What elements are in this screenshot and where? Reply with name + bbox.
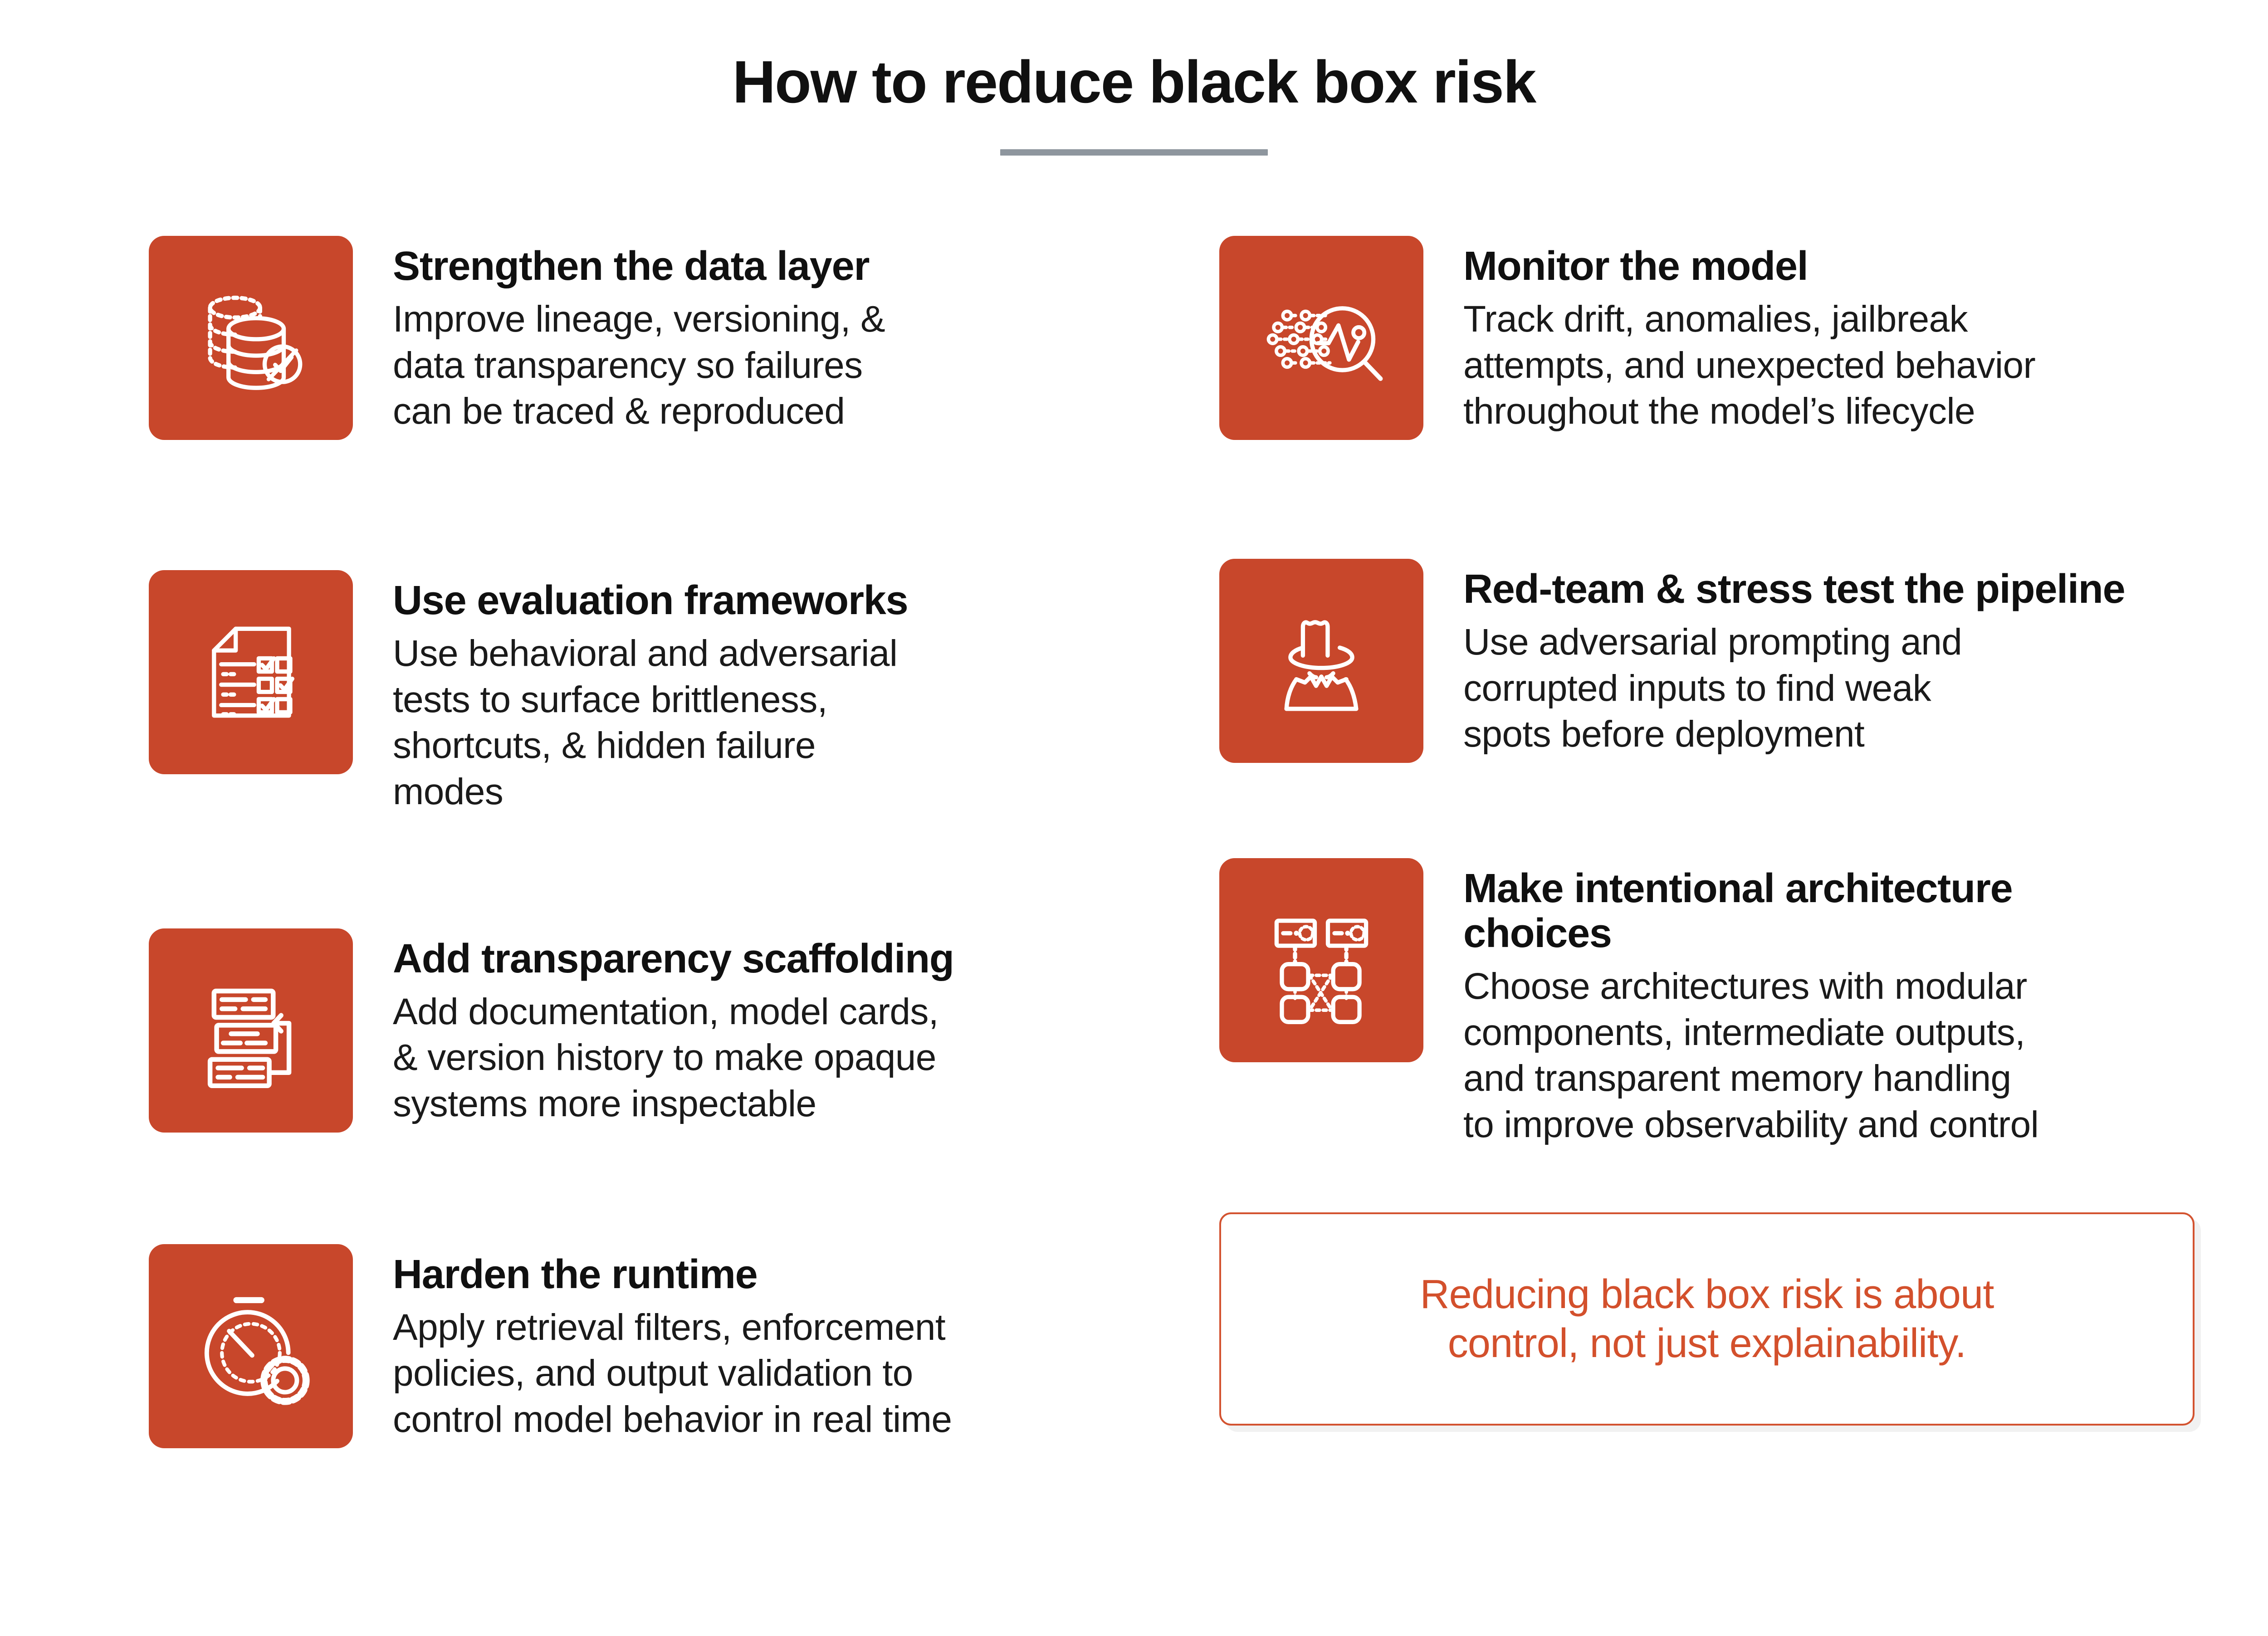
item-title: Add transparency scaffolding: [393, 936, 954, 982]
icon-tile-transparency-scaffolding: [149, 928, 353, 1133]
item-red-team-stress-test: Red-team & stress test the pipeline Use …: [1219, 559, 2136, 763]
item-strengthen-the-data-layer: Strengthen the data layer Improve lineag…: [149, 236, 1065, 440]
item-description: Apply retrieval filters, enforcement pol…: [393, 1306, 952, 1441]
summary-callout-text: Reducing black box risk is about control…: [1420, 1271, 1994, 1366]
stopwatch-gear-icon: [185, 1280, 317, 1412]
item-text-block: Harden the runtime Apply retrieval filte…: [393, 1244, 1065, 1443]
architecture-nodes-icon: [1256, 894, 1387, 1026]
item-make-intentional-architecture-choices: Make intentional architecture choices Ch…: [1219, 858, 2136, 1148]
item-monitor-the-model: Monitor the model Track drift, anomalies…: [1219, 236, 2136, 440]
item-add-transparency-scaffolding: Add transparency scaffolding Add documen…: [149, 928, 1065, 1133]
item-text-block: Add transparency scaffolding Add documen…: [393, 928, 1065, 1127]
left-column: Strengthen the data layer Improve lineag…: [149, 236, 1065, 1448]
page-title: How to reduce black box risk: [732, 49, 1537, 115]
icon-tile-monitor-model: [1219, 236, 1423, 440]
page-header: How to reduce black box risk: [0, 0, 2268, 156]
item-title: Strengthen the data layer: [393, 244, 870, 289]
right-column: Monitor the model Track drift, anomalies…: [1219, 236, 2195, 1448]
item-text-block: Use evaluation frameworks Use behavioral…: [393, 570, 1065, 815]
item-text-block: Monitor the model Track drift, anomalies…: [1463, 236, 2136, 435]
item-title: Make intentional architecture choices: [1463, 866, 2013, 956]
item-description: Use adversarial prompting and corrupted …: [1463, 621, 1962, 755]
summary-callout: Reducing black box risk is about control…: [1219, 1212, 2195, 1426]
item-title: Red-team & stress test the pipeline: [1463, 566, 2126, 612]
item-description: Add documentation, model cards, & versio…: [393, 991, 939, 1125]
icon-tile-harden-runtime: [149, 1244, 353, 1448]
item-title: Harden the runtime: [393, 1251, 758, 1297]
hacker-spy-icon: [1256, 595, 1387, 727]
item-title: Use evaluation frameworks: [393, 578, 909, 623]
icon-tile-evaluation-frameworks: [149, 570, 353, 774]
item-use-evaluation-frameworks: Use evaluation frameworks Use behavioral…: [149, 570, 1065, 815]
item-text-block: Make intentional architecture choices Ch…: [1463, 858, 2136, 1148]
icon-tile-red-team: [1219, 559, 1423, 763]
version-history-icon: [185, 965, 317, 1096]
item-title: Monitor the model: [1463, 244, 1809, 289]
checklist-document-icon: [185, 606, 317, 738]
icon-tile-data-layer: [149, 236, 353, 440]
icon-tile-architecture-choices: [1219, 858, 1423, 1062]
item-description: Track drift, anomalies, jailbreak attemp…: [1463, 298, 2036, 432]
content-grid: Strengthen the data layer Improve lineag…: [0, 236, 2268, 1448]
title-divider: [1000, 149, 1268, 156]
database-check-icon: [185, 272, 317, 404]
item-text-block: Red-team & stress test the pipeline Use …: [1463, 559, 2136, 757]
item-description: Use behavioral and adversarial tests to …: [393, 633, 898, 813]
item-description: Choose architectures with modular compon…: [1463, 966, 2039, 1146]
item-text-block: Strengthen the data layer Improve lineag…: [393, 236, 1065, 435]
item-harden-the-runtime: Harden the runtime Apply retrieval filte…: [149, 1244, 1065, 1448]
pulse-magnifier-icon: [1256, 272, 1387, 404]
item-description: Improve lineage, versioning, & data tran…: [393, 298, 885, 432]
